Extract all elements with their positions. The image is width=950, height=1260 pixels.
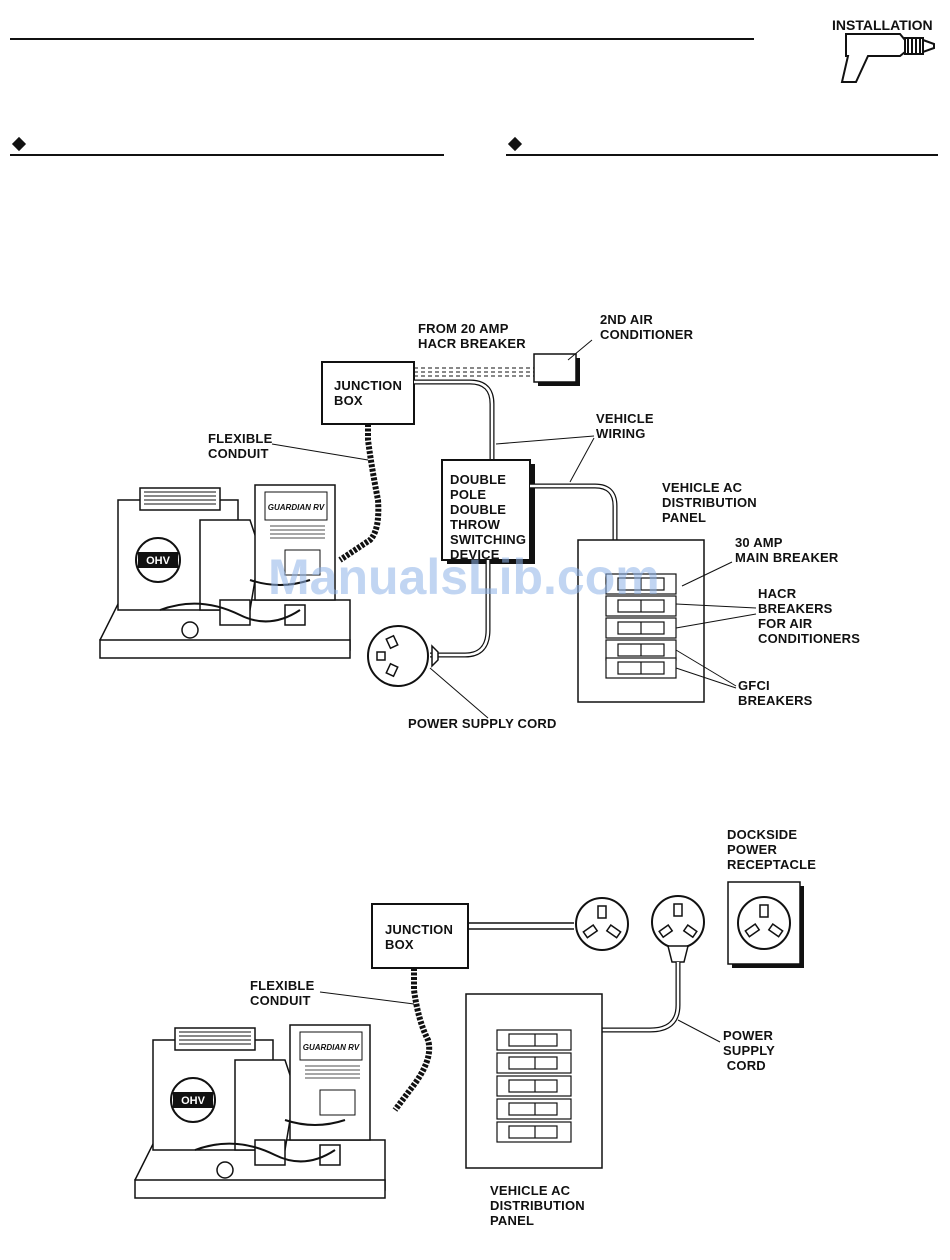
power-cord-label-2: POWER SUPPLY CORD — [723, 1028, 776, 1073]
junction-box-label-1: JUNCTION BOX — [334, 378, 403, 408]
section-label: INSTALLATION — [832, 17, 933, 33]
vehicle-wiring-label: VEHICLE WIRING — [596, 411, 654, 441]
hacr-breakers-label: HACR BREAKERS FOR AIR CONDITIONERS — [758, 586, 861, 646]
from-breaker-label: FROM 20 AMP HACR BREAKER — [418, 321, 526, 351]
flexible-conduit-label-1: FLEXIBLE CONDUIT — [208, 431, 273, 461]
switching-device-label: DOUBLE POLE DOUBLE THROW SWITCHING DEVIC… — [450, 472, 527, 562]
breaker-stack-2 — [496, 1029, 572, 1143]
switching-device-box — [441, 459, 531, 561]
junction-box-2 — [371, 903, 469, 969]
breaker-stack-1 — [605, 573, 677, 679]
distribution-panel-label-2: VEHICLE AC DISTRIBUTION PANEL — [490, 1183, 585, 1228]
dockside-outlet — [737, 896, 791, 950]
power-cord-label-1: POWER SUPPLY CORD — [408, 716, 557, 731]
main-breaker-label: 30 AMP MAIN BREAKER — [735, 535, 839, 565]
outlet-receptacle — [575, 897, 629, 951]
power-plug-1 — [367, 625, 439, 687]
gfci-breakers-label: GFCI BREAKERS — [738, 678, 813, 708]
watermark: ManualsLib.com — [268, 549, 660, 605]
junction-box-label-2: JUNCTION BOX — [385, 922, 454, 952]
second-ac-label: 2ND AIR CONDITIONER — [600, 312, 694, 342]
header-rule — [10, 38, 754, 40]
junction-box-1 — [321, 361, 415, 425]
dockside-receptacle-label: DOCKSIDE POWER RECEPTACLE — [727, 827, 817, 872]
section-rule-right — [506, 154, 938, 156]
distribution-panel-label-1: VEHICLE AC DISTRIBUTION PANEL — [662, 480, 757, 525]
power-plug-2 — [651, 895, 705, 963]
flexible-conduit-label-2: FLEXIBLE CONDUIT — [250, 978, 315, 1008]
generator-unit-2 — [134, 1024, 386, 1199]
section-rule-left — [10, 154, 444, 156]
